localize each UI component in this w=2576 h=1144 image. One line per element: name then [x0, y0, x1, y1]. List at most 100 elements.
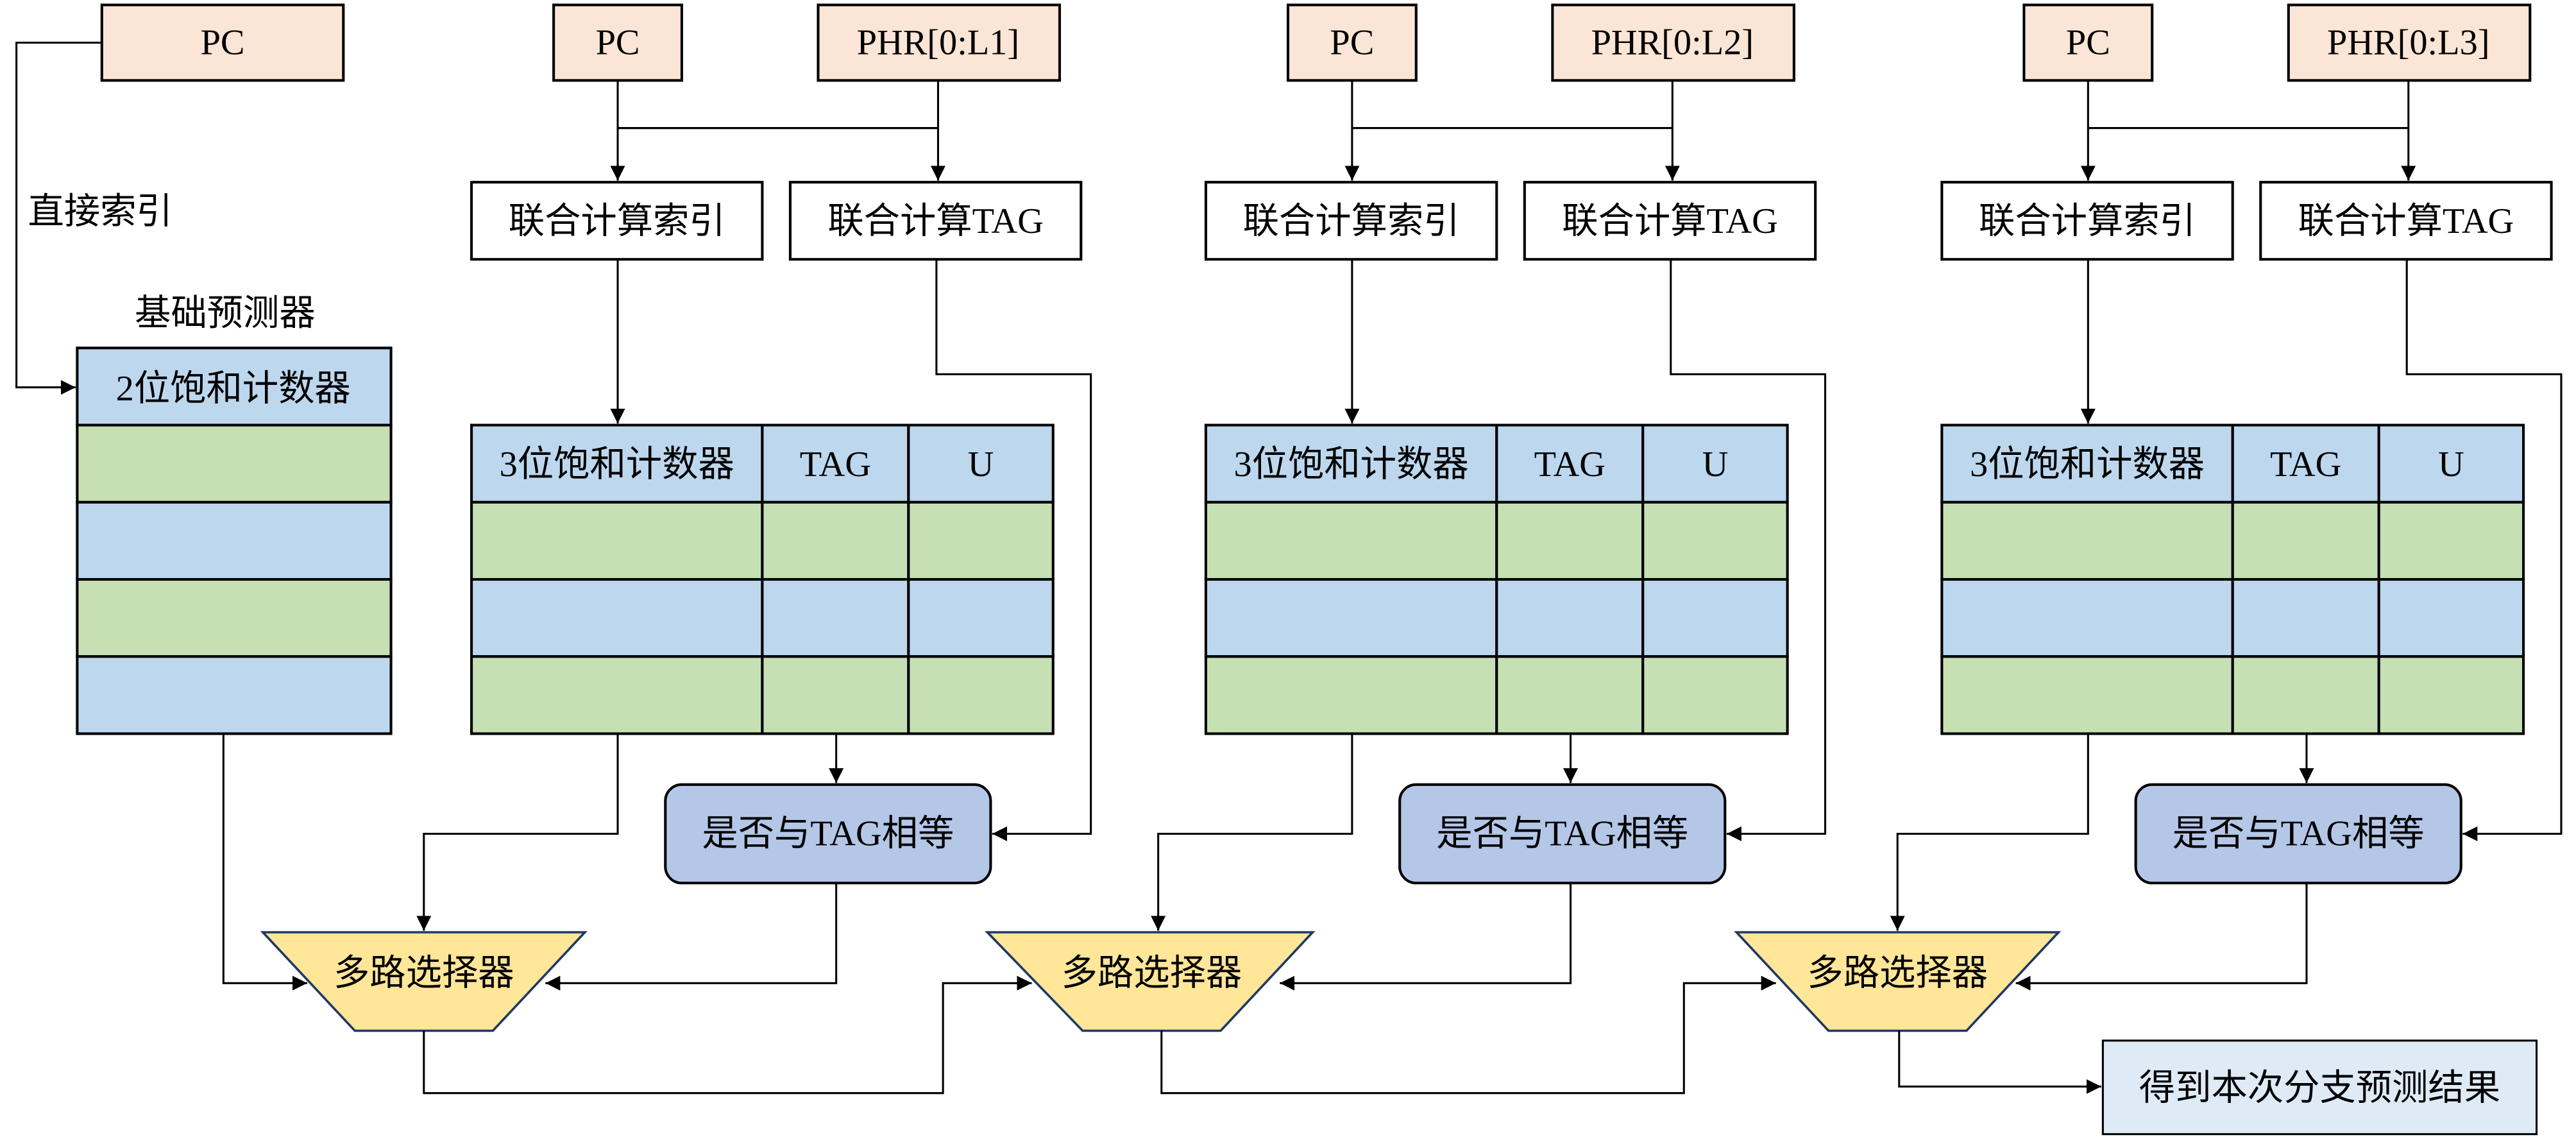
mux2-to-mux3-wire [1160, 975, 1776, 1095]
table1-pc-label: PC [596, 22, 640, 62]
table1-history-box [817, 3, 1062, 82]
table3-cell [1940, 500, 2234, 581]
table3-pc-label: PC [2066, 22, 2110, 62]
table3-tagcalc-wire [2405, 259, 2563, 842]
table2-cell [1495, 655, 1645, 735]
mux1-to-mux2-wire [423, 975, 1032, 1095]
table1-tagcalc-label: 联合计算TAG [827, 201, 1044, 241]
table1-mux-label: 多路选择器 [334, 953, 514, 993]
table2-cell [1204, 577, 1498, 658]
tagged-table-1-group: PC PHR[0:L1] 联合计算索引 联合计算TAG 3位饱和计数器 TAG … [260, 3, 1092, 1095]
table1-col-tag: TAG [800, 445, 871, 484]
table1-compare-box [664, 783, 992, 885]
table2-cell [1204, 500, 1498, 581]
table2-counter-to-mux-wire [1151, 733, 1353, 931]
table3-cell [2231, 655, 2380, 735]
table2-mux [985, 931, 1316, 1032]
base-to-mux1-wire [222, 733, 307, 991]
table3-compare-label: 是否与TAG相等 [2173, 814, 2425, 853]
table3-history-label: PHR[0:L3] [2327, 22, 2489, 62]
table3-cell [2377, 577, 2525, 658]
table2-col-tag: TAG [1534, 445, 1606, 484]
direct-index-label: 直接索引 [28, 192, 173, 232]
table3-compare-to-mux-wire [2015, 883, 2308, 991]
tagged-table-3-group: PC PHR[0:L3] 联合计算索引 联合计算TAG 3位饱和计数器 TAG … [1734, 3, 2563, 1094]
table1-cell [907, 655, 1055, 735]
table3-mux-label: 多路选择器 [1807, 953, 1988, 993]
table1-counter-to-mux-wire [416, 733, 619, 931]
table3-col-u: U [2438, 445, 2464, 484]
table1-col-counter: 3位饱和计数器 [500, 445, 734, 484]
table2-header-cell [1641, 423, 1789, 504]
table2-col-counter: 3位饱和计数器 [1234, 445, 1469, 484]
table1-cell [470, 577, 764, 658]
table1-compare-label: 是否与TAG相等 [702, 814, 954, 853]
table2-tagcalc-wire [1670, 259, 1827, 842]
table1-index-label: 联合计算索引 [509, 201, 725, 241]
direct-index-wire [15, 41, 102, 395]
table3-cell [2231, 500, 2380, 581]
table2-compare-label: 是否与TAG相等 [1436, 814, 1688, 853]
base-pc-label: PC [201, 22, 245, 62]
table3-compare-box [2134, 783, 2462, 885]
table2-header-cell [1495, 423, 1645, 504]
table2-compare-to-mux-wire [1280, 883, 1572, 991]
table2-cell [1495, 577, 1645, 658]
table1-cell [907, 500, 1055, 581]
table2-col-u: U [1702, 445, 1729, 484]
table1-mux [260, 931, 588, 1032]
result-label: 得到本次分支预测结果 [2139, 1068, 2500, 1108]
table2-history-label: PHR[0:L2] [1591, 22, 1754, 62]
table1-pc-box [552, 3, 683, 82]
tagged-table-2-group: PC PHR[0:L2] 联合计算索引 联合计算TAG 3位饱和计数器 TAG … [985, 3, 1827, 1095]
base-pc-box [100, 3, 345, 82]
table3-header-cell [2377, 423, 2525, 504]
table2-index-label: 联合计算索引 [1243, 201, 1460, 241]
table2-mux-label: 多路选择器 [1062, 953, 1242, 993]
table1-cell [761, 500, 910, 581]
base-counter-label: 2位饱和计数器 [116, 369, 351, 409]
table2-tagcalc-box [1523, 180, 1817, 261]
table3-mux [1734, 931, 2062, 1032]
table1-compare-to-mux-wire [545, 883, 838, 991]
table2-history-box [1551, 3, 1795, 82]
table1-cell [761, 655, 910, 735]
table3-cell [2377, 655, 2525, 735]
base-row-header [76, 346, 393, 427]
table2-cell [1495, 500, 1645, 581]
table3-history-box [2287, 3, 2532, 82]
table2-cell [1641, 500, 1789, 581]
base-predictor-title: 基础预测器 [135, 294, 316, 334]
table3-counter-to-mux-wire [1890, 733, 2089, 931]
base-row [76, 577, 393, 658]
table3-cell [2231, 577, 2380, 658]
table3-index-box [1940, 180, 2234, 261]
table2-tagcalc-label: 联合计算TAG [1562, 201, 1778, 241]
table1-cell [761, 577, 910, 658]
table1-header-cell [907, 423, 1055, 504]
table1-tagcalc-wire [935, 259, 1092, 842]
table3-pc-box [2022, 3, 2154, 82]
mux3-to-result-wire [1898, 1030, 2101, 1094]
table1-header-cell [761, 423, 910, 504]
table3-col-tag: TAG [2270, 445, 2341, 484]
table1-col-u: U [968, 445, 994, 484]
base-row [76, 655, 393, 735]
table2-compare-box [1398, 783, 1727, 885]
table3-tagcalc-box [2259, 180, 2553, 261]
table3-header-cell [1940, 423, 2234, 504]
table3-tagcalc-label: 联合计算TAG [2298, 201, 2514, 241]
table1-cell [470, 500, 764, 581]
table3-cell [1940, 577, 2234, 658]
base-predictor-group: PC 直接索引 基础预测器 2位饱和计数器 [15, 3, 393, 991]
table3-cell [1940, 655, 2234, 735]
table3-col-counter: 3位饱和计数器 [1970, 445, 2205, 484]
table1-history-label: PHR[0:L1] [857, 22, 1019, 62]
table3-index-label: 联合计算索引 [1979, 201, 2196, 241]
table2-cell [1204, 655, 1498, 735]
table1-cell [907, 577, 1055, 658]
table2-pc-label: PC [1330, 22, 1374, 62]
table1-cell [470, 655, 764, 735]
table3-cell [2377, 500, 2525, 581]
